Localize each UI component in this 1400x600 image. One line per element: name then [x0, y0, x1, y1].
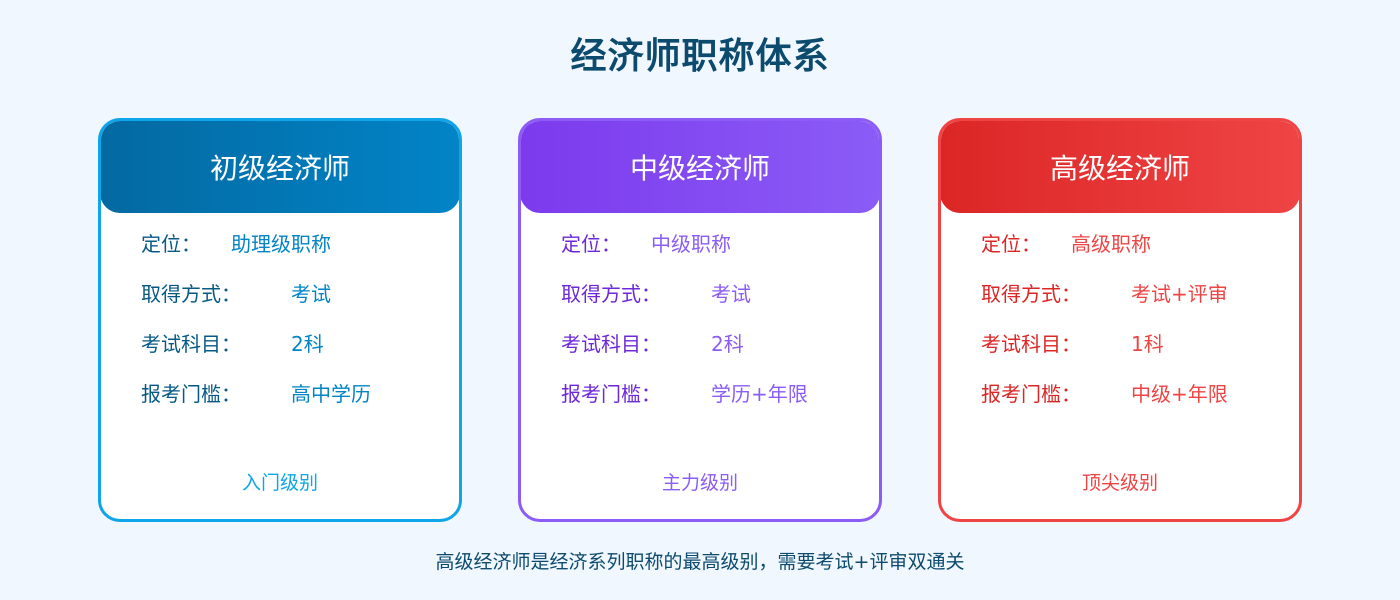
row-value: 中级+年限 [1131, 382, 1228, 406]
card-intermediate-economist: 中级经济师 定位： 中级职称 取得方式： 考试 考试科目： 2科 报考门槛： 学… [518, 118, 882, 522]
row-label: 报考门槛： [561, 382, 661, 406]
row-position: 定位： 高级职称 [981, 227, 1279, 277]
row-label: 考试科目： [141, 332, 241, 356]
card-header: 高级经济师 [941, 121, 1299, 213]
card-details: 定位： 高级职称 取得方式： 考试+评审 考试科目： 1科 报考门槛： 中级+年… [981, 227, 1279, 427]
row-value: 助理级职称 [231, 232, 331, 256]
row-label: 报考门槛： [141, 382, 241, 406]
row-value: 1科 [1131, 332, 1164, 356]
row-subjects: 考试科目： 2科 [561, 327, 859, 377]
row-threshold: 报考门槛： 高中学历 [141, 377, 439, 427]
row-value: 2科 [291, 332, 324, 356]
row-label: 定位： [561, 232, 621, 256]
row-threshold: 报考门槛： 中级+年限 [981, 377, 1279, 427]
row-label: 考试科目： [561, 332, 661, 356]
diagram-title: 经济师职称体系 [570, 36, 830, 77]
card-junior-economist: 初级经济师 定位： 助理级职称 取得方式： 考试 考试科目： 2科 报考门槛： … [98, 118, 462, 522]
card-header: 初级经济师 [101, 121, 459, 213]
row-threshold: 报考门槛： 学历+年限 [561, 377, 859, 427]
card-level-label: 入门级别 [241, 472, 318, 494]
footnote: 高级经济师是经济系列职称的最高级别，需要考试+评审双通关 [435, 551, 965, 573]
row-label: 定位： [981, 232, 1041, 256]
row-value: 考试 [711, 282, 751, 306]
row-method: 取得方式： 考试 [141, 277, 439, 327]
row-value: 高中学历 [291, 382, 371, 406]
row-value: 高级职称 [1071, 232, 1151, 256]
row-label: 取得方式： [561, 282, 661, 306]
card-details: 定位： 助理级职称 取得方式： 考试 考试科目： 2科 报考门槛： 高中学历 [141, 227, 439, 427]
row-position: 定位： 助理级职称 [141, 227, 439, 277]
row-label: 报考门槛： [981, 382, 1081, 406]
row-value: 学历+年限 [711, 382, 808, 406]
row-value: 考试+评审 [1131, 282, 1228, 306]
row-value: 考试 [291, 282, 331, 306]
card-details: 定位： 中级职称 取得方式： 考试 考试科目： 2科 报考门槛： 学历+年限 [561, 227, 859, 427]
row-position: 定位： 中级职称 [561, 227, 859, 277]
row-method: 取得方式： 考试 [561, 277, 859, 327]
row-label: 定位： [141, 232, 201, 256]
row-label: 考试科目： [981, 332, 1081, 356]
card-header: 中级经济师 [521, 121, 879, 213]
card-senior-economist: 高级经济师 定位： 高级职称 取得方式： 考试+评审 考试科目： 1科 报考门槛… [938, 118, 1302, 522]
row-value: 2科 [711, 332, 744, 356]
card-level-label: 顶尖级别 [1081, 472, 1158, 494]
card-level-label: 主力级别 [661, 472, 738, 494]
row-subjects: 考试科目： 1科 [981, 327, 1279, 377]
row-subjects: 考试科目： 2科 [141, 327, 439, 377]
row-value: 中级职称 [651, 232, 731, 256]
row-label: 取得方式： [141, 282, 241, 306]
row-method: 取得方式： 考试+评审 [981, 277, 1279, 327]
row-label: 取得方式： [981, 282, 1081, 306]
